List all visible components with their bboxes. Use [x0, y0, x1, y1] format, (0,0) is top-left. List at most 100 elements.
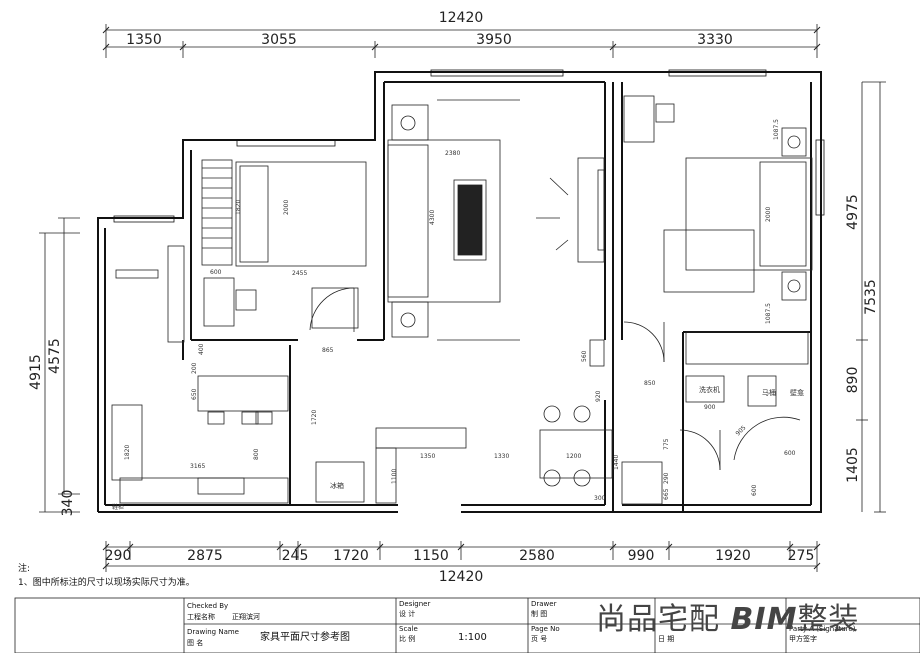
drawing-name-label-en: Drawing Name	[187, 628, 239, 636]
bottom-dim-6: 2580	[519, 548, 555, 564]
shower-dim-1: 600	[784, 450, 796, 457]
shoe-cabinet-label: 鞋柜	[112, 503, 124, 511]
washer-dim: 665	[663, 488, 670, 500]
living-room-furniture	[387, 99, 605, 341]
bedroom-2-furniture	[201, 159, 367, 329]
party-a-label-en: Party A (Signature)	[789, 625, 856, 633]
left-dim-1: 4915	[28, 354, 44, 390]
overall-depth: 7535	[863, 279, 879, 315]
hall-dim-2: 1330	[494, 453, 509, 460]
master-dim-bottom: 1087.5	[765, 303, 772, 324]
bottom-dim-4: 1720	[333, 548, 369, 564]
date-label: 日 期	[658, 635, 674, 643]
dining-table-dim: 1200	[566, 453, 581, 460]
hall-dim-1: 1350	[420, 453, 435, 460]
master-bedroom-dims: 1087.5 2000 1087.5 900 600 600 905 洗衣机 马…	[112, 119, 804, 511]
bed2-width-dim: 2455	[292, 270, 307, 277]
bottom-dim-3: 245	[282, 548, 309, 564]
drawing-name: 家具平面尺寸参考图	[260, 630, 350, 643]
left-dim-3: 340	[60, 490, 76, 517]
shower-dim-2: 600	[751, 484, 758, 496]
shower-door-dim: 905	[734, 424, 747, 437]
walls	[97, 71, 822, 513]
party-a-label: 甲方签字	[789, 634, 817, 643]
overall-width-top: 12420	[439, 10, 484, 26]
vanity-dim: 900	[704, 404, 716, 411]
bath-door-dim: 775	[663, 438, 670, 450]
right-dim-1: 4975	[845, 194, 861, 230]
drawer-label-en: Drawer	[531, 600, 557, 608]
drawer-label: 制 图	[531, 609, 547, 618]
top-dim-1: 1350	[126, 32, 162, 48]
dimension-ticks	[102, 26, 821, 570]
aisle-dim: 1720	[311, 410, 318, 425]
bed2-length-dim: 2000	[283, 200, 290, 215]
niche-dim: 290	[663, 472, 670, 484]
counter-gap-dim: 800	[253, 448, 260, 460]
table-gap-dim: 200	[191, 362, 198, 374]
washer-label: 洗衣机	[699, 385, 720, 394]
table-depth-dim: 650	[191, 388, 198, 400]
corridor-dim: 1440	[613, 455, 620, 470]
top-dim-3: 3950	[476, 32, 512, 48]
watermark-logo: 尚品宅配 BIM整装	[596, 594, 859, 638]
watermark-text-1: 尚品宅配	[596, 602, 720, 637]
notes-line-1: 1、图中所标注的尺寸以现场实际尺寸为准。	[18, 578, 195, 588]
project-name: 正翔滨河	[232, 612, 260, 621]
sofa-width-dim: 2380	[445, 150, 460, 157]
project-name-label: 工程名称	[187, 612, 215, 621]
checked-by-label: Checked By	[187, 602, 228, 610]
entry-dim: 300	[594, 495, 606, 502]
kitchen-depth-dim: 1820	[124, 445, 131, 460]
wardrobe-dim: 1820	[235, 200, 242, 215]
dimension-lines	[39, 24, 886, 572]
designer-label: 设 计	[399, 609, 415, 618]
desk-dim: 600	[210, 269, 222, 276]
bottom-dim-2: 2875	[187, 548, 223, 564]
wall-dim: 400	[198, 343, 205, 355]
bottom-dim-7: 990	[628, 548, 655, 564]
bedroom-2-dims: 2000 2455 1820 600 865 400	[198, 200, 334, 355]
designer-label-en: Designer	[399, 600, 430, 608]
page-label-en: Page No	[531, 625, 560, 633]
bottom-dim-9: 275	[788, 548, 815, 564]
bottom-dim-1: 290	[105, 548, 132, 564]
toilet-label: 马桶	[762, 388, 776, 397]
page-label: 页 号	[531, 635, 547, 643]
windows	[113, 69, 825, 223]
overall-width-bottom: 12420	[439, 569, 484, 585]
door-dim: 865	[322, 347, 334, 354]
wall-depth-dim: 920	[595, 390, 602, 402]
bottom-dim-5: 1150	[413, 548, 449, 564]
wall-cabinet-label: 壁龛	[790, 388, 804, 397]
bottom-dim-8: 1920	[715, 548, 751, 564]
scale-label: 比 例	[399, 634, 415, 643]
fridge-label: 冰箱	[330, 481, 344, 490]
top-dim-2: 3055	[261, 32, 297, 48]
right-dim-3: 1405	[845, 447, 861, 483]
sofa-depth-dim: 4300	[429, 210, 436, 225]
watermark-text-2: BIM	[730, 602, 798, 637]
notes-heading: 注:	[18, 564, 31, 574]
left-dim-2: 4575	[47, 338, 63, 374]
drawing-name-label: 图 名	[187, 638, 203, 647]
pillar-dim: 560	[581, 350, 588, 362]
master-bed-length-dim: 2000	[765, 207, 772, 222]
doors	[309, 287, 801, 471]
scale-value: 1:100	[458, 632, 487, 643]
door-width-dim: 850	[644, 380, 656, 387]
living-dimension-labels: 2380 4300	[429, 150, 460, 225]
notes: 注: 1、图中所标注的尺寸以现场实际尺寸为准。	[18, 562, 195, 590]
watermark-text-3: 整装	[797, 602, 860, 637]
scale-label-en: Scale	[399, 625, 418, 633]
master-bedroom-furniture	[623, 95, 813, 407]
dining-dims: 650 200 1720 800 3165 1820 1350 1330 120…	[124, 350, 670, 502]
dimension-labels: 12420 1350 3055 3950 3330 290 2875 245 1…	[28, 10, 879, 585]
dining-furniture	[111, 245, 663, 505]
title-block-text: Checked By 工程名称 正翔滨河 Drawing Name 图 名 家具…	[187, 600, 856, 647]
shoe-cabinet-dim: 1100	[391, 469, 398, 484]
master-dim-top: 1087.5	[773, 119, 780, 140]
kitchen-length-dim: 3165	[190, 463, 205, 470]
